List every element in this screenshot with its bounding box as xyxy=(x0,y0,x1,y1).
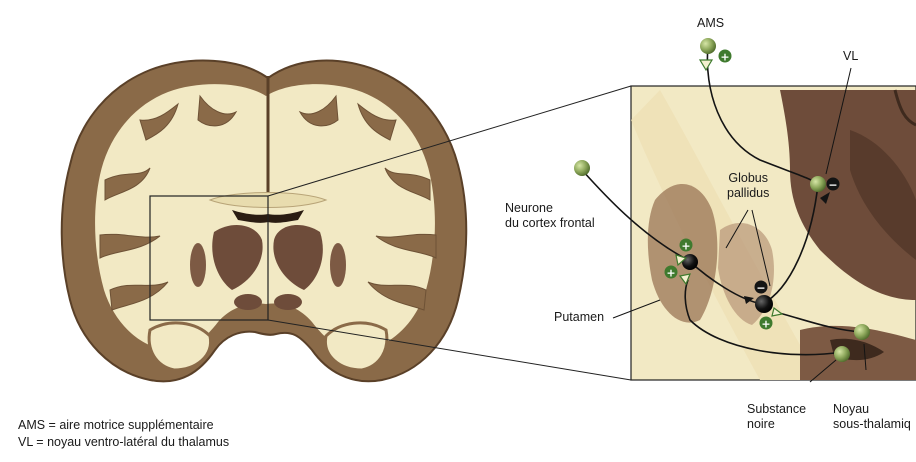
vl-minus-sign: − xyxy=(828,179,837,192)
ams-label: AMS xyxy=(697,16,724,31)
substance-label-line2: noire xyxy=(747,417,806,432)
substance-label-line1: Substance xyxy=(747,402,806,417)
legend: AMS = aire motrice supplémentaire VL = n… xyxy=(18,417,229,451)
globus-label-line2: pallidus xyxy=(727,186,769,201)
globus-label-line1: Globus xyxy=(727,171,769,186)
putamen-plus-sign-2: + xyxy=(666,267,675,280)
nigra-neuron xyxy=(834,346,850,362)
ams-plus-sign: + xyxy=(720,51,729,64)
legend-ams: AMS = aire motrice supplémentaire xyxy=(18,417,229,434)
neurone-label: Neurone du cortex frontal xyxy=(505,201,595,231)
gp-neuron xyxy=(755,295,773,313)
globus-pallidus-label: Globus pallidus xyxy=(727,171,769,201)
noyau-label-line2: sous-thalamiq xyxy=(833,417,911,432)
putamen-neuron xyxy=(682,254,698,270)
neurone-label-line1: Neurone xyxy=(505,201,595,216)
ams-synapse-triangle xyxy=(700,60,712,70)
vl-neuron xyxy=(810,176,826,192)
noyau-sous-thalamique-label: Noyau sous-thalamiq xyxy=(833,402,911,432)
subthalamic-neuron xyxy=(854,324,870,340)
noyau-label-line1: Noyau xyxy=(833,402,911,417)
ams-neuron xyxy=(700,38,716,54)
gp-plus-sign: + xyxy=(761,318,770,331)
putamen-plus-sign-1: + xyxy=(681,240,690,253)
cortex-neuron xyxy=(574,160,590,176)
zoomed-basal-ganglia-panel: + − + + − + xyxy=(574,38,916,382)
legend-vl: VL = noyau ventro-latéral du thalamus xyxy=(18,434,229,451)
substance-noire-label: Substance noire xyxy=(747,402,806,432)
putamen-label: Putamen xyxy=(554,310,604,325)
vl-label: VL xyxy=(843,49,858,64)
neurone-label-line2: du cortex frontal xyxy=(505,216,595,231)
gp-minus-sign: − xyxy=(756,282,765,295)
